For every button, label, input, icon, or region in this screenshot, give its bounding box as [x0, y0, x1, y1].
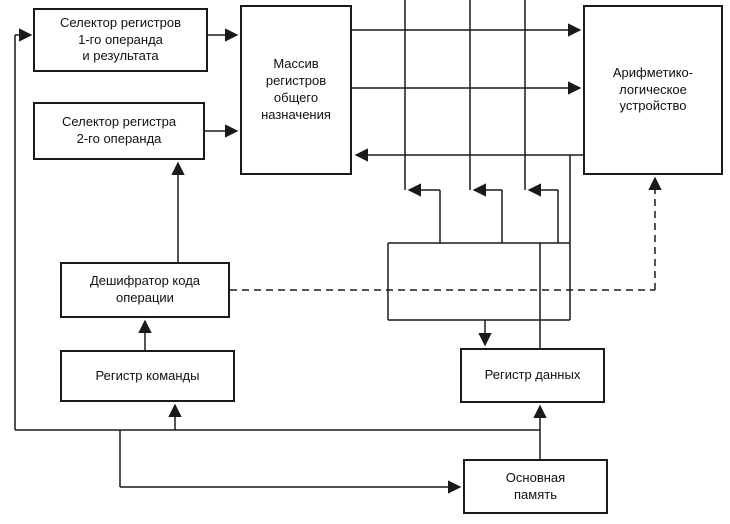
arrow-connections [15, 23, 583, 494]
block-opcode-decoder: Дешифратор кода операции [60, 262, 230, 318]
block-label: Селектор регистров 1-го операнда и резул… [60, 14, 181, 64]
block-operand1-result-register-selector: Селектор регистров 1-го операнда и резул… [33, 8, 208, 72]
block-general-purpose-register-file: Массив регистров общего назначения [240, 5, 352, 175]
block-label: Арифметико- логическое устройство [612, 64, 694, 114]
block-label: Дешифратор кода операции [89, 273, 201, 305]
block-label: Массив регистров общего назначения [261, 56, 331, 122]
bus-segments [14, 0, 571, 487]
block-label: Основная память [505, 469, 566, 502]
block-operand2-register-selector: Селектор регистра 2-го операнда [33, 102, 205, 160]
block-data-register: Регистр данных [460, 348, 605, 403]
block-label: Селектор регистра 2-го операнда [61, 114, 177, 146]
control-signal-lines [230, 176, 662, 291]
block-instruction-register: Регистр команды [60, 350, 235, 402]
block-label: Регистр команды [95, 367, 200, 383]
block-arithmetic-logic-unit: Арифметико- логическое устройство [583, 5, 723, 175]
block-main-memory: Основная память [463, 459, 608, 514]
block-label: Регистр данных [484, 367, 581, 383]
